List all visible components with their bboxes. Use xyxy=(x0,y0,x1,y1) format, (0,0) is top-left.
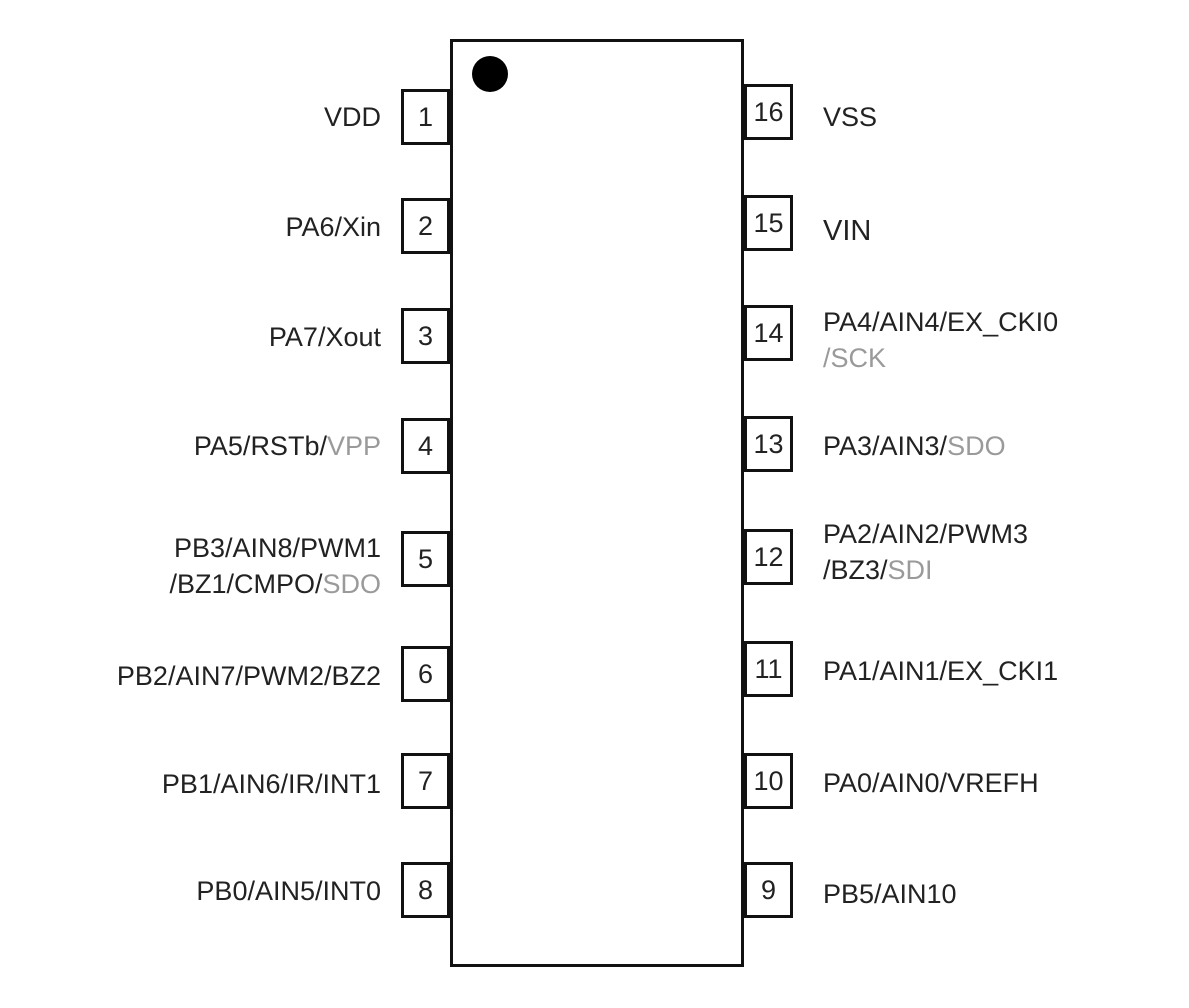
pin-15-box: 15 xyxy=(744,195,793,251)
pin-5-box: 5 xyxy=(401,531,450,587)
chip-body xyxy=(450,39,744,967)
pin-8-label: PB0/AIN5/INT0 xyxy=(196,876,381,906)
pin-13-box: 13 xyxy=(744,416,793,472)
pin-10-label: PA0/AIN0/VREFH xyxy=(823,768,1039,798)
pin-5-label-line1: PB3/AIN8/PWM1 xyxy=(173,533,381,563)
pin-14-label-line2-main: / xyxy=(823,343,831,373)
pin-1-label: VDD xyxy=(323,102,381,132)
pin-4-label-muted: VPP xyxy=(326,431,381,461)
pin-13-label-muted: SDO xyxy=(947,431,1006,461)
pin-3-label: PA7/Xout xyxy=(268,322,381,352)
pin-2-label: PA6/Xin xyxy=(285,212,381,242)
pin-9-number: 9 xyxy=(760,874,777,905)
pin-5-label-line2-muted: SDO xyxy=(322,569,381,599)
pin-14-label-line2: /SCK xyxy=(823,340,1058,376)
pin-15-number: 15 xyxy=(753,207,784,238)
pin-12-box: 12 xyxy=(744,529,793,585)
pin-4-box: 4 xyxy=(401,418,450,474)
pin-9-box: 9 xyxy=(744,862,793,918)
pin-14-label-line2-muted: SCK xyxy=(830,343,887,373)
pin-6-box: 6 xyxy=(401,646,450,702)
pin-13-label-main: PA3/AIN3/ xyxy=(823,431,948,461)
pin-6-number: 6 xyxy=(417,658,434,689)
pin-14-number: 14 xyxy=(753,317,784,348)
pin-3-box: 3 xyxy=(401,308,450,364)
pin-12-label-line2-main: /BZ3/ xyxy=(823,555,888,585)
pin-10-number: 10 xyxy=(753,765,784,796)
pin-14-label-line1: PA4/AIN4/EX_CKI0 xyxy=(823,307,1059,337)
pin-10-box: 10 xyxy=(744,753,793,809)
pin-7-box: 7 xyxy=(401,753,450,809)
pin-4-number: 4 xyxy=(417,430,434,461)
pin-5-label: PB3/AIN8/PWM1 /BZ1/CMPO/SDO xyxy=(169,530,381,602)
pin-16-box: 16 xyxy=(744,84,793,140)
pin-8-box: 8 xyxy=(401,862,450,918)
pin-13-label: PA3/AIN3/SDO xyxy=(823,428,1006,464)
pin-1-number: 1 xyxy=(417,101,434,132)
pin-14-label: PA4/AIN4/EX_CKI0 /SCK xyxy=(823,304,1058,376)
pin-2-box: 2 xyxy=(401,198,450,254)
pin-4-label: PA5/RSTb/VPP xyxy=(194,428,381,464)
pin-11-number: 11 xyxy=(754,653,783,684)
pin-2-number: 2 xyxy=(417,210,434,241)
pin-12-label-line2-muted: SDI xyxy=(887,555,933,585)
pin-7-number: 7 xyxy=(417,765,434,796)
pin-1-box: 1 xyxy=(401,89,450,145)
pin-14-box: 14 xyxy=(744,305,793,361)
pin-12-label-line2: /BZ3/SDI xyxy=(823,552,1028,588)
pin1-indicator-dot xyxy=(472,56,508,92)
pin-7-label: PB1/AIN6/IR/INT1 xyxy=(161,769,381,799)
pin-9-label: PB5/AIN10 xyxy=(823,879,957,909)
pin-15-label: VIN xyxy=(823,215,872,247)
pin-3-number: 3 xyxy=(417,320,434,351)
pin-4-label-main: PA5/RSTb/ xyxy=(193,431,327,461)
pin-11-label: PA1/AIN1/EX_CKI1 xyxy=(823,656,1059,686)
pin-12-label-line1: PA2/AIN2/PWM3 xyxy=(823,519,1029,549)
pin-5-number: 5 xyxy=(417,543,434,574)
pin-16-number: 16 xyxy=(753,96,784,127)
pin-5-label-line2: /BZ1/CMPO/SDO xyxy=(169,566,381,602)
pin-11-box: 11 xyxy=(744,641,793,697)
pin-13-number: 13 xyxy=(753,428,784,459)
pin-12-number: 12 xyxy=(753,541,784,572)
pin-6-label: PB2/AIN7/PWM2/BZ2 xyxy=(116,661,381,691)
pin-16-label: VSS xyxy=(823,102,878,132)
pin-8-number: 8 xyxy=(417,874,434,905)
pin-12-label: PA2/AIN2/PWM3 /BZ3/SDI xyxy=(823,516,1028,588)
pin-5-label-line2-main: /BZ1/CMPO/ xyxy=(169,569,323,599)
